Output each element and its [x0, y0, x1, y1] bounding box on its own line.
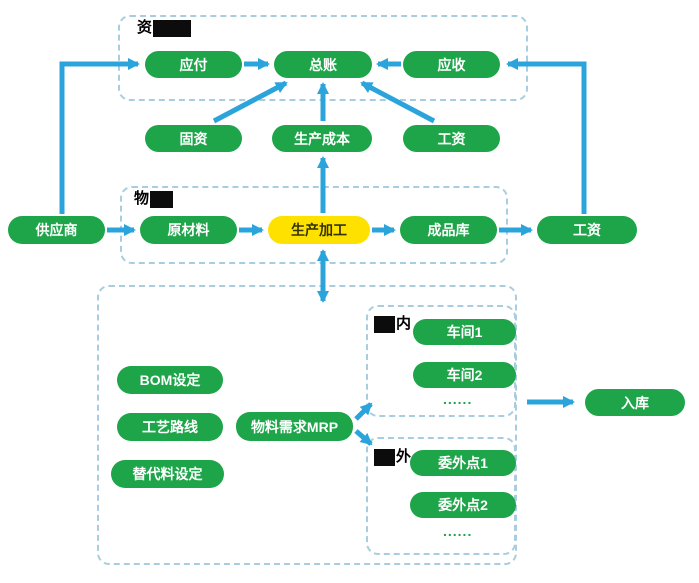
- label-funds-group: 资: [137, 19, 192, 37]
- node-process-route: 工艺路线: [117, 413, 223, 441]
- label-funds-text: 资: [137, 19, 153, 36]
- node-accounts-receivable: 应收: [403, 51, 500, 78]
- arrow-mrp-to-outsource-group: [354, 429, 373, 446]
- outsource-ellipsis: ......: [443, 523, 473, 539]
- node-supplier: 供应商: [8, 216, 105, 244]
- group-box-inhouse: [366, 305, 516, 417]
- arrow-wages-to-general-ledger: [360, 80, 436, 124]
- redaction-box: [374, 315, 395, 333]
- arrow-mrp-to-inhouse-group: [354, 402, 373, 421]
- label-outsource-group: 外: [374, 448, 411, 466]
- node-fixed-assets: 固资: [145, 125, 242, 152]
- redaction-box: [153, 19, 192, 37]
- node-wages-right: 工资: [537, 216, 637, 244]
- arrow-wages-right-to-accounts-receivable: [506, 58, 587, 214]
- node-general-ledger: 总账: [274, 51, 372, 78]
- group-box-mrp: [97, 285, 517, 565]
- node-accounts-payable: 应付: [145, 51, 242, 78]
- redaction-box: [150, 190, 174, 208]
- workshop-ellipsis: ......: [443, 391, 473, 407]
- node-workshop-2: 车间2: [413, 362, 516, 388]
- node-wages: 工资: [403, 125, 500, 152]
- label-outsource-text: 外: [396, 448, 412, 465]
- arrow-fixed-assets-to-general-ledger: [212, 80, 288, 124]
- node-outsource-point-2: 委外点2: [410, 492, 516, 518]
- group-box-outsource: [366, 437, 516, 555]
- node-inbound: 入库: [585, 389, 685, 416]
- arrow-supplier-to-accounts-payable: [59, 58, 140, 214]
- label-inhouse-group: 内: [374, 315, 411, 333]
- label-logistics-text: 物: [134, 190, 150, 207]
- node-finished-goods: 成品库: [400, 216, 497, 244]
- node-workshop-1: 车间1: [413, 319, 516, 345]
- label-logistics-group: 物: [134, 190, 174, 208]
- node-raw-materials: 原材料: [140, 216, 237, 244]
- group-box-logistics: [120, 186, 508, 264]
- node-production-cost: 生产成本: [272, 125, 372, 152]
- node-mrp: 物料需求MRP: [236, 412, 353, 441]
- node-outsource-point-1: 委外点1: [410, 450, 516, 476]
- node-bom-setup: BOM设定: [117, 366, 223, 394]
- node-substitute-setup: 替代料设定: [111, 460, 224, 488]
- node-production: 生产加工: [268, 216, 370, 244]
- redaction-box: [374, 448, 395, 466]
- label-inhouse-text: 内: [396, 315, 412, 332]
